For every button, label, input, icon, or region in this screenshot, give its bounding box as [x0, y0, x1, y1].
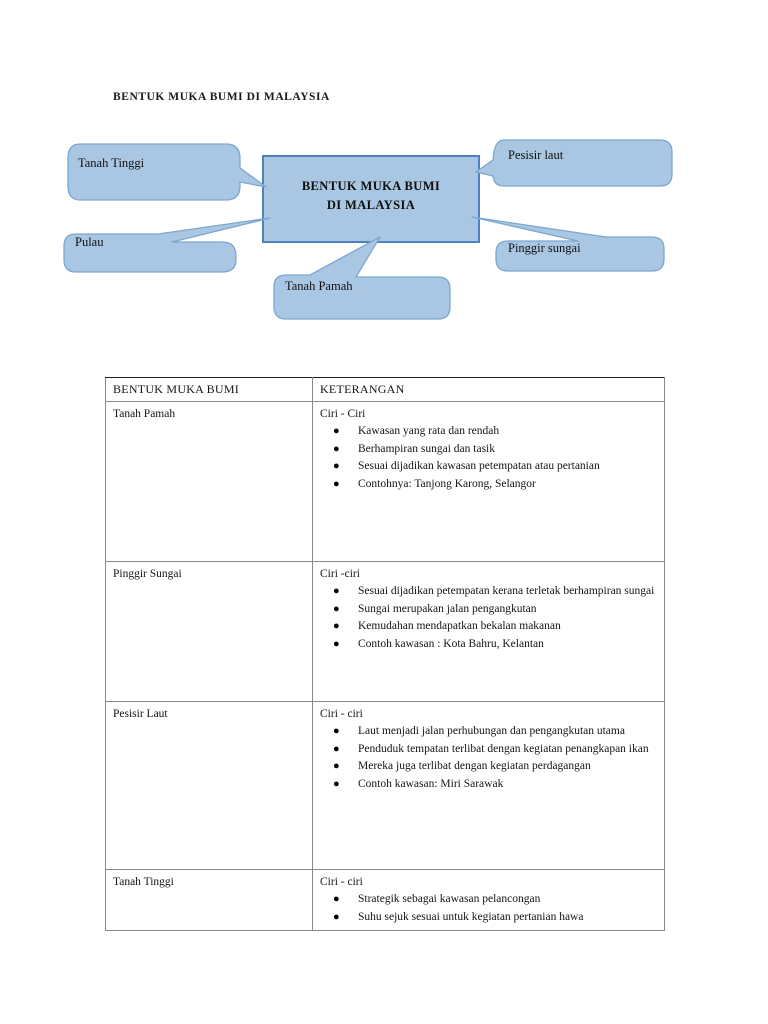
ciri-heading: Ciri - Ciri: [320, 407, 366, 420]
list-item: ● Mereka juga terlibat dengan kegiatan pe…: [320, 758, 658, 776]
bullet-icon: ●: [333, 620, 340, 632]
ciri-list: ● Laut menjadi jalan perhubungan dan peng…: [320, 723, 658, 793]
list-item-text: Sesuai dijadikan petempatan kerana terle…: [358, 585, 655, 597]
center-box-line1: BENTUK MUKA BUMI: [301, 179, 441, 193]
bullet-icon: ●: [333, 893, 340, 905]
column-header-bentuk-muka-bumi: BENTUK MUKA BUMI: [105, 377, 313, 402]
bullet-icon: ●: [333, 425, 340, 437]
bullet-icon: ●: [333, 585, 340, 597]
callout-shape-tanah-tinggi[interactable]: [66, 142, 271, 202]
list-item: ● Sesuai dijadikan kawasan petempatan ata…: [320, 458, 658, 476]
table-row: Tanah Pamah Ciri - Ciri ● Kawasan yang ra…: [105, 400, 665, 562]
ciri-list: ● Strategik sebagai kawasan pelancongan ●…: [320, 891, 658, 926]
list-item: ● Penduduk tempatan terlibat dengan kegia…: [320, 741, 658, 759]
callout-shape-pulau[interactable]: [62, 216, 277, 274]
list-item: ● Sungai merupakan jalan pengangkutan: [320, 601, 658, 619]
list-item-text: Contoh kawasan: Miri Sarawak: [358, 777, 504, 790]
callout-shape-pinggir-sungai[interactable]: [470, 215, 670, 273]
bullet-icon: ●: [333, 742, 340, 755]
page-title: BENTUK MUKA BUMI DI MALAYSIA: [113, 91, 330, 103]
list-item-text: Mereka juga terlibat dengan kegiatan per…: [358, 760, 591, 772]
table-header-row: BENTUK MUKA BUMI KETERANGAN: [105, 377, 665, 402]
row-details-tanah-tinggi: Ciri - ciri ● Strategik sebagai kawasan p…: [312, 868, 665, 931]
mind-map-diagram: BENTUK MUKA BUMI DI MALAYSIA Tanah Tingg…: [0, 125, 768, 325]
bullet-icon: ●: [333, 460, 340, 472]
bullet-icon: ●: [333, 477, 340, 490]
table-row: Pesisir Laut Ciri - ciri ● Laut menjadi j…: [105, 700, 665, 870]
list-item: ● Sesuai dijadikan petempatan kerana terl…: [320, 583, 658, 601]
ciri-heading: Ciri - ciri: [320, 707, 363, 720]
callout-shape-pesisir-laut[interactable]: [474, 138, 676, 190]
bullet-icon: ●: [333, 442, 340, 455]
column-header-keterangan: KETERANGAN: [312, 377, 665, 402]
bullet-icon: ●: [333, 777, 340, 790]
list-item-text: Sesuai dijadikan kawasan petempatan atau…: [358, 460, 600, 472]
center-box-line2: DI MALAYSIA: [326, 198, 416, 212]
ciri-heading: Ciri - ciri: [320, 875, 363, 888]
list-item: ● Kemudahan mendapatkan bekalan makanan: [320, 618, 658, 636]
list-item-text: Kemudahan mendapatkan bekalan makanan: [358, 620, 561, 632]
list-item-text: Kawasan yang rata dan rendah: [358, 425, 500, 437]
callout-label-pesisir-laut: Pesisir laut: [508, 148, 564, 162]
row-details-pinggir-sungai: Ciri -ciri ● Sesuai dijadikan petempatan …: [312, 560, 665, 702]
list-item-text: Suhu sejuk sesuai untuk kegiatan pertani…: [358, 910, 584, 923]
bullet-icon: ●: [333, 910, 340, 923]
list-item-text: Laut menjadi jalan perhubungan dan penga…: [358, 725, 625, 737]
row-name-tanah-pamah: Tanah Pamah: [105, 400, 313, 562]
ciri-list: ● Kawasan yang rata dan rendah ● Berhampir…: [320, 423, 658, 493]
list-item: ● Contoh kawasan: Miri Sarawak: [320, 776, 658, 794]
list-item: ● Laut menjadi jalan perhubungan dan peng…: [320, 723, 658, 741]
list-item-text: Strategik sebagai kawasan pelancongan: [358, 893, 541, 905]
callout-shape-tanah-pamah[interactable]: [272, 235, 454, 323]
list-item-text: Berhampiran sungai dan tasik: [358, 442, 496, 455]
callout-label-pinggir-sungai: Pinggir sungai: [508, 241, 581, 255]
center-box-shape: [262, 155, 480, 243]
list-item-text: Contohnya: Tanjong Karong, Selangor: [358, 477, 536, 490]
bullet-icon: ●: [333, 637, 340, 650]
bullet-icon: ●: [333, 602, 340, 615]
callout-label-tanah-tinggi: Tanah Tinggi: [78, 156, 145, 170]
list-item: ● Kawasan yang rata dan rendah: [320, 423, 658, 441]
bullet-icon: ●: [333, 760, 340, 772]
list-item: ● Suhu sejuk sesuai untuk kegiatan pertan…: [320, 909, 658, 927]
list-item-text: Penduduk tempatan terlibat dengan kegiat…: [358, 742, 649, 755]
list-item: ● Contohnya: Tanjong Karong, Selangor: [320, 476, 658, 494]
row-name-pinggir-sungai: Pinggir Sungai: [105, 560, 313, 702]
ciri-list: ● Sesuai dijadikan petempatan kerana terl…: [320, 583, 658, 653]
row-details-pesisir-laut: Ciri - ciri ● Laut menjadi jalan perhubun…: [312, 700, 665, 870]
center-box-label: BENTUK MUKA BUMI DI MALAYSIA: [262, 177, 480, 215]
list-item: ● Contoh kawasan : Kota Bahru, Kelantan: [320, 636, 658, 654]
list-item: ● Berhampiran sungai dan tasik: [320, 441, 658, 459]
bullet-icon: ●: [333, 725, 340, 737]
landform-table: BENTUK MUKA BUMI KETERANGAN Tanah Pamah …: [105, 377, 665, 931]
ciri-heading: Ciri -ciri: [320, 567, 360, 580]
list-item-text: Contoh kawasan : Kota Bahru, Kelantan: [358, 637, 544, 650]
callout-label-tanah-pamah: Tanah Pamah: [285, 279, 353, 293]
row-name-pesisir-laut: Pesisir Laut: [105, 700, 313, 870]
row-name-tanah-tinggi: Tanah Tinggi: [105, 868, 313, 931]
callout-label-pulau: Pulau: [75, 235, 104, 249]
table-row: Pinggir Sungai Ciri -ciri ● Sesuai dijadi…: [105, 560, 665, 702]
list-item-text: Sungai merupakan jalan pengangkutan: [358, 602, 537, 615]
list-item: ● Strategik sebagai kawasan pelancongan: [320, 891, 658, 909]
row-details-tanah-pamah: Ciri - Ciri ● Kawasan yang rata dan renda…: [312, 400, 665, 562]
table-row: Tanah Tinggi Ciri - ciri ● Strategik seba…: [105, 868, 665, 931]
